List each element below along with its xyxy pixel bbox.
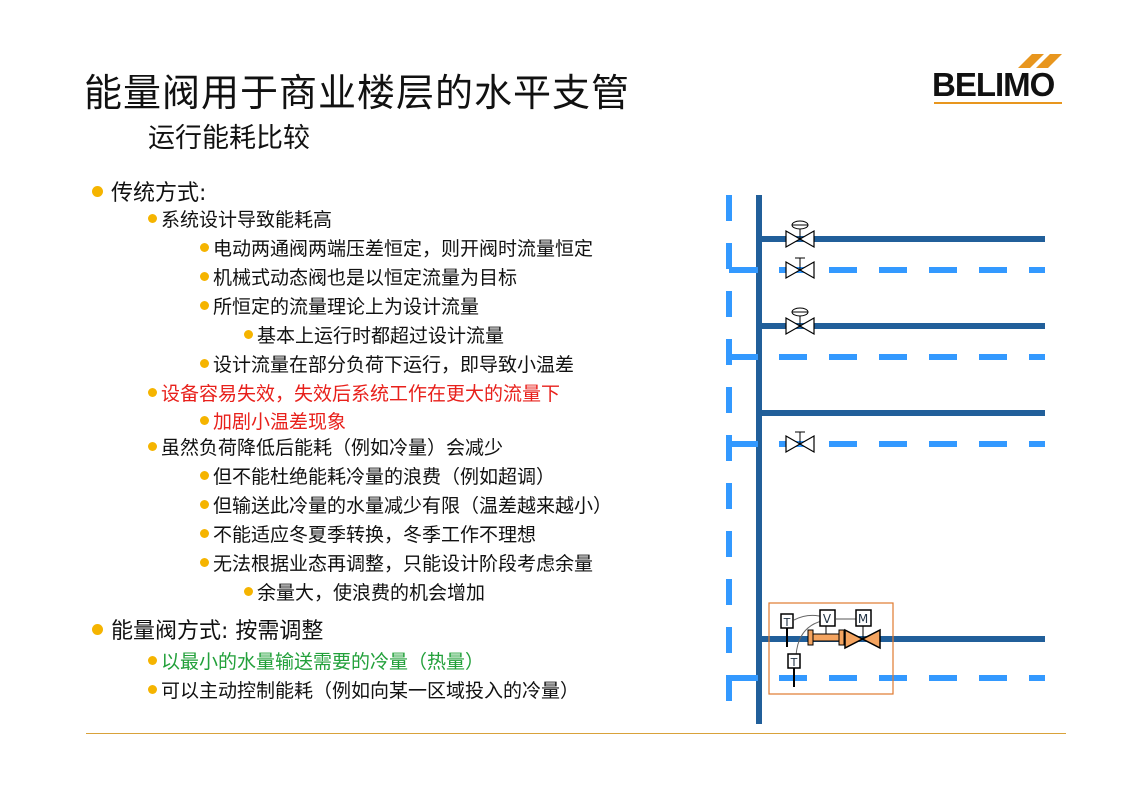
temperature-sensor-icon (787, 653, 801, 669)
return-branches (729, 267, 1045, 681)
bullet-item: 所恒定的流量理论上为设计流量 (200, 292, 479, 319)
bullet-text: 但不能杜绝能耗冷量的浪费（例如超调） (213, 466, 556, 488)
bullet-text: 以最小的水量输送需要的冷量（热量） (161, 651, 485, 673)
bullet-item: 能量阀方式: 按需调整 (92, 613, 323, 645)
bullet-item: 传统方式: (92, 175, 206, 207)
actuator-label: M (858, 612, 868, 626)
flow-sensor-label: V (823, 612, 832, 626)
control-valve-icon (785, 307, 815, 336)
bullet-text: 系统设计导致能耗高 (161, 209, 333, 231)
bullet-dot-icon (244, 330, 253, 339)
bullet-text: 基本上运行时都超过设计流量 (257, 325, 505, 347)
bullet-item: 虽然负荷降低后能耗（例如冷量）会减少 (148, 433, 503, 460)
bullet-text: 设备容易失效，失效后系统工作在更大的流量下 (161, 383, 561, 405)
bullet-dot-icon (92, 185, 103, 197)
bullet-dot-icon (200, 471, 209, 480)
bullet-dot-icon (148, 442, 157, 451)
bullet-text: 电动两通阀两端压差恒定，则开阀时流量恒定 (213, 238, 594, 260)
bullet-item: 但输送此冷量的水量减少有限（温差越来越小） (200, 491, 612, 518)
energy-valve-assembly: T T V M (768, 602, 894, 695)
balancing-valve-icon (785, 431, 815, 454)
bullet-dot-icon (200, 359, 209, 368)
bullet-item: 系统设计导致能耗高 (148, 205, 332, 232)
bullet-dot-icon (200, 500, 209, 509)
bullet-dot-icon (148, 388, 157, 397)
bullet-text: 余量大，使浪费的机会增加 (257, 582, 486, 604)
actuator-icon (855, 609, 872, 627)
bullet-item: 但不能杜绝能耗冷量的浪费（例如超调） (200, 462, 555, 489)
belimo-logo: BELIMO (932, 50, 1066, 108)
bullet-text: 能量阀方式: 按需调整 (111, 619, 324, 644)
bullet-text: 机械式动态阀也是以恒定流量为目标 (213, 267, 518, 289)
balancing-valve-icon (785, 257, 815, 280)
bullet-dot-icon (200, 558, 209, 567)
page-subtitle: 运行能耗比较 (148, 123, 310, 154)
bullet-text: 设计流量在部分负荷下运行，即导致小温差 (213, 354, 575, 376)
bullet-item: 以最小的水量输送需要的冷量（热量） (148, 647, 484, 674)
bullet-item: 加剧小温差现象 (200, 407, 346, 434)
bullet-dot-icon (148, 656, 157, 665)
bullet-text: 无法根据业态再调整，只能设计阶段考虑余量 (213, 553, 594, 575)
bullet-item: 基本上运行时都超过设计流量 (244, 321, 504, 348)
supply-branches (759, 236, 1045, 642)
bullet-dot-icon (200, 301, 209, 310)
temp-sensor-label: T (783, 616, 791, 629)
bullet-dot-icon (200, 272, 209, 281)
bullet-item: 机械式动态阀也是以恒定流量为目标 (200, 263, 517, 290)
bullet-dot-icon (148, 214, 157, 223)
bullet-dot-icon (148, 685, 157, 694)
temperature-sensor-icon (780, 613, 794, 629)
logo-stripes-icon (1018, 54, 1062, 68)
bullet-item: 可以主动控制能耗（例如向某一区域投入的冷量） (148, 676, 579, 703)
bullet-dot-icon (200, 416, 209, 425)
temp-sensor-label: T (790, 656, 798, 669)
bullet-item: 余量大，使浪费的机会增加 (244, 578, 485, 605)
bullet-text: 不能适应冬夏季转换，冬季工作不理想 (213, 524, 537, 546)
bullet-text: 但输送此冷量的水量减少有限（温差越来越小） (213, 495, 613, 517)
logo-text: BELIMO (932, 66, 1055, 103)
bullet-item: 不能适应冬夏季转换，冬季工作不理想 (200, 520, 536, 547)
bullet-item: 设计流量在部分负荷下运行，即导致小温差 (200, 350, 574, 377)
footer-divider (86, 733, 1066, 734)
logo-underline (934, 102, 1062, 104)
flow-sensor-icon (819, 609, 836, 627)
bullet-text: 虽然负荷降低后能耗（例如冷量）会减少 (161, 437, 504, 459)
control-valve-icon (785, 220, 815, 249)
bullet-item: 设备容易失效，失效后系统工作在更大的流量下 (148, 379, 560, 406)
bullet-item: 电动两通阀两端压差恒定，则开阀时流量恒定 (200, 234, 593, 261)
bullet-dot-icon (92, 623, 103, 635)
bullet-text: 所恒定的流量理论上为设计流量 (213, 296, 480, 318)
bullet-item: 无法根据业态再调整，只能设计阶段考虑余量 (200, 549, 593, 576)
bullet-text: 可以主动控制能耗（例如向某一区域投入的冷量） (161, 680, 580, 702)
page-title: 能量阀用于商业楼层的水平支管 (84, 71, 631, 115)
bullet-text: 传统方式: (111, 181, 207, 206)
bullet-dot-icon (244, 587, 253, 596)
bullet-dot-icon (200, 529, 209, 538)
bullet-dot-icon (200, 243, 209, 252)
bullet-text: 加剧小温差现象 (213, 411, 347, 433)
